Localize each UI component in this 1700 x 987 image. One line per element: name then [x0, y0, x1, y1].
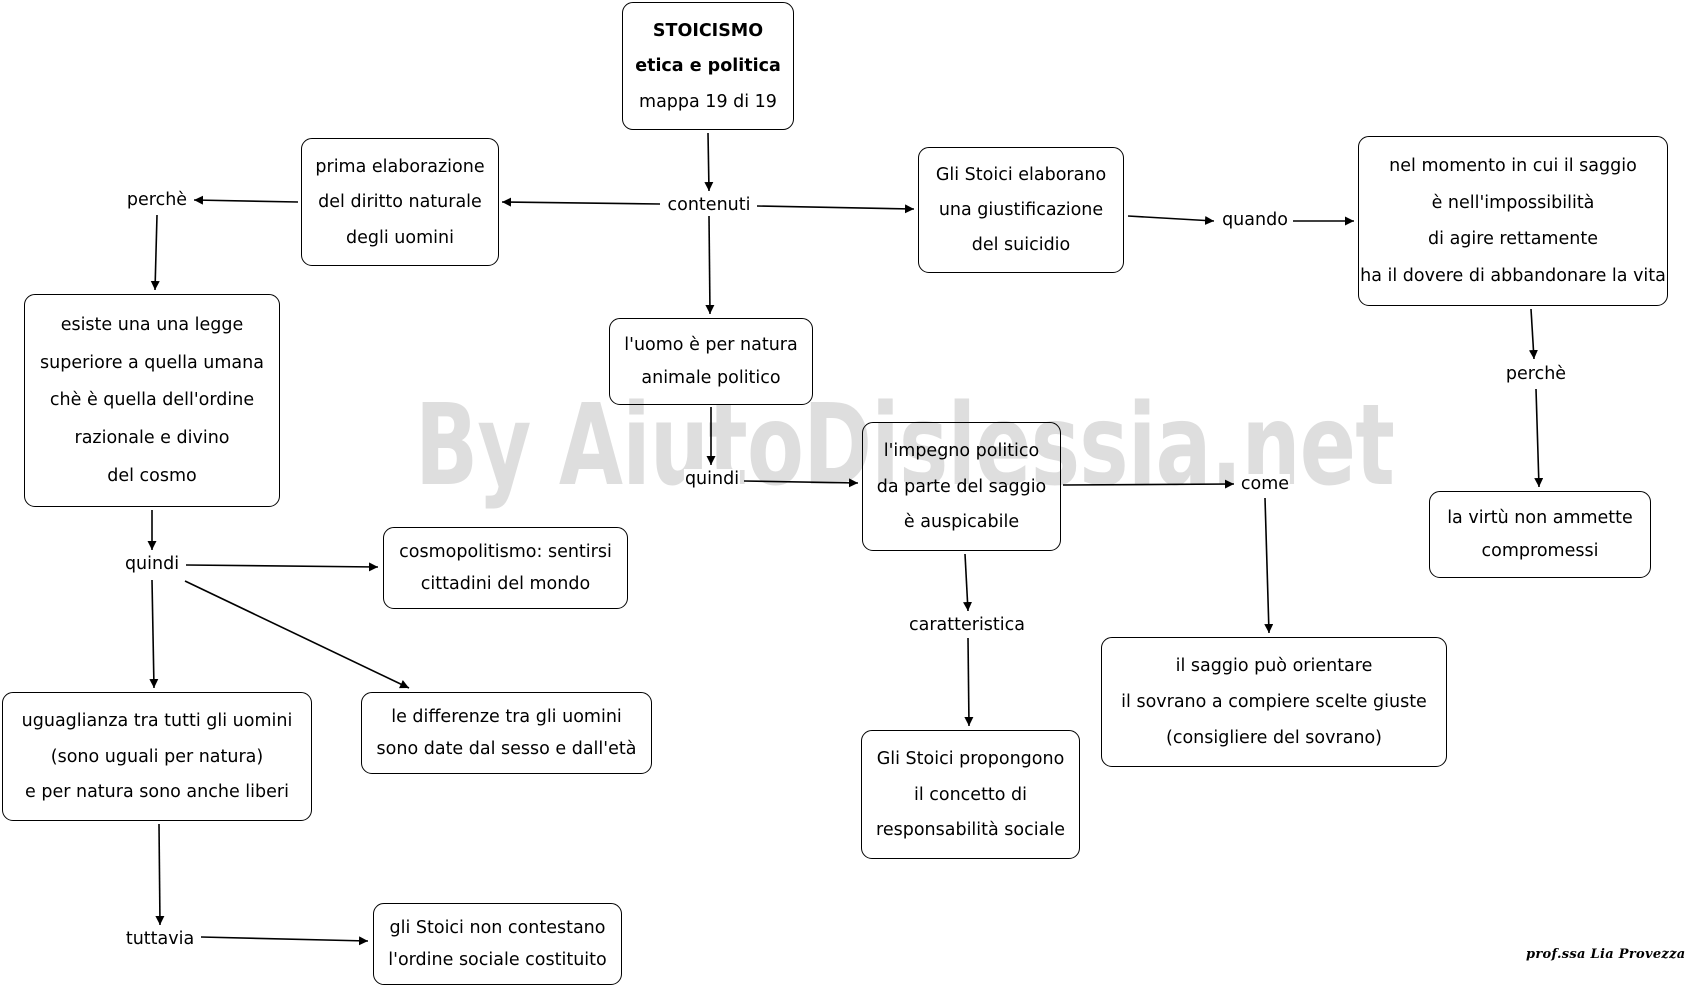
- arrow-contenuti-to-diritto: [501, 197, 661, 207]
- node-text: e per natura sono anche liberi: [25, 782, 289, 803]
- arrow-saggio-to-perche: [1528, 308, 1538, 360]
- node-text: superiore a quella umana: [40, 352, 264, 373]
- node-text: gli Stoici non contestano: [389, 918, 606, 938]
- arrow-tuttavia-to-ordine: [200, 936, 369, 946]
- arrow-quindi-to-impegno: [743, 478, 859, 488]
- author-signature: prof.ssa Lia Provezza: [1526, 947, 1686, 962]
- node-text: razionale e divino: [74, 428, 230, 449]
- arrow-perche-to-legge: [150, 214, 160, 291]
- node-text: Gli Stoici propongono: [876, 748, 1065, 769]
- node-text: le differenze tra gli uomini: [391, 707, 622, 727]
- node-text: prima elaborazione: [315, 156, 485, 177]
- node-text: è nell'impossibilità: [1431, 192, 1595, 213]
- node-giustificazione-suicidio: Gli Stoici elaborano una giustificazione…: [918, 147, 1124, 273]
- node-text: Gli Stoici elaborano: [935, 165, 1107, 185]
- arrow-contenuti-to-animale: [705, 215, 715, 315]
- label-perche-left: perchè: [125, 190, 189, 210]
- label-contenuti: contenuti: [666, 195, 752, 215]
- title-map-number: mappa 19 di 19: [639, 91, 777, 112]
- node-text: il sovrano a compiere scelte giuste: [1121, 692, 1427, 712]
- node-text: (sono uguali per natura): [50, 746, 264, 767]
- node-text: chè è quella dell'ordine: [49, 390, 255, 411]
- node-text: uguaglianza tra tutti gli uomini: [21, 710, 293, 731]
- title-heading: STOICISMO: [652, 20, 764, 41]
- node-text: del diritto naturale: [318, 192, 482, 212]
- node-saggio-orientare: il saggio può orientare il sovrano a com…: [1101, 637, 1447, 767]
- arrow-caratteristica-to-responsabilita: [964, 637, 974, 727]
- node-animale-politico: l'uomo è per natura animale politico: [609, 318, 813, 405]
- node-uguaglianza: uguaglianza tra tutti gli uomini (sono u…: [2, 692, 312, 821]
- label-perche-right: perchè: [1504, 364, 1568, 384]
- arrow-uguaglianza-to-tuttavia: [155, 823, 165, 926]
- title-subheading: etica e politica: [635, 56, 781, 76]
- node-text: (consigliere del sovrano): [1166, 728, 1382, 748]
- node-text: responsabilità sociale: [876, 820, 1065, 841]
- label-come: come: [1239, 474, 1291, 494]
- arrow-quindi-to-differenze: [184, 580, 410, 689]
- node-text: l'uomo è per natura: [624, 334, 798, 355]
- arrow-contenuti-to-giustificazione: [756, 204, 915, 214]
- arrow-quindi-to-uguaglianza: [149, 579, 159, 689]
- node-text: è auspicabile: [903, 512, 1020, 533]
- arrow-impegno-to-come: [1062, 479, 1235, 489]
- label-quindi-left: quindi: [123, 554, 181, 574]
- node-text: compromessi: [1481, 541, 1599, 562]
- arrow-diritto-to-perche: [193, 195, 299, 205]
- node-text: da parte del saggio: [876, 476, 1047, 497]
- node-text: il saggio può orientare: [1175, 656, 1373, 676]
- arrow-come-to-orientare: [1264, 497, 1274, 634]
- node-text: l'ordine sociale costituito: [388, 950, 607, 970]
- node-text: del suicidio: [971, 235, 1071, 255]
- node-text: ha il dovere di abbandonare la vita: [1360, 266, 1666, 287]
- label-tuttavia: tuttavia: [124, 929, 196, 949]
- node-differenze-uomini: le differenze tra gli uomini sono date d…: [361, 692, 652, 774]
- node-text: esiste una una legge: [60, 314, 244, 335]
- arrow-title-to-contenuti: [704, 132, 714, 192]
- arrow-perche-to-virtu: [1534, 388, 1544, 488]
- label-quando: quando: [1221, 210, 1289, 230]
- node-text: animale politico: [641, 368, 781, 389]
- node-ordine-sociale: gli Stoici non contestano l'ordine socia…: [373, 903, 622, 985]
- node-text: il concetto di: [913, 784, 1028, 805]
- node-text: l'impegno politico: [883, 440, 1040, 461]
- label-quindi-middle: quindi: [683, 469, 741, 489]
- node-text: sono date dal sesso e dall'età: [376, 739, 637, 759]
- node-text: cosmopolitismo: sentirsi: [399, 542, 612, 562]
- node-text: cittadini del mondo: [420, 574, 591, 594]
- node-cosmopolitismo: cosmopolitismo: sentirsi cittadini del m…: [383, 527, 628, 609]
- title-box: STOICISMO etica e politica mappa 19 di 1…: [622, 2, 794, 130]
- arrow-giustificazione-to-quando: [1127, 215, 1215, 225]
- node-text: del cosmo: [107, 466, 197, 487]
- node-diritto-naturale: prima elaborazione del diritto naturale …: [301, 138, 499, 266]
- arrow-quindi-to-cosmopolitismo: [185, 562, 379, 572]
- node-text: la virtù non ammette: [1447, 507, 1633, 528]
- arrow-impegno-to-caratteristica: [963, 553, 973, 612]
- node-legge-superiore: esiste una una legge superiore a quella …: [24, 294, 280, 507]
- node-text: di agire rettamente: [1428, 229, 1598, 250]
- node-text: nel momento in cui il saggio: [1389, 155, 1637, 176]
- node-virtu-compromessi: la virtù non ammette compromessi: [1429, 491, 1651, 578]
- node-text: una giustificazione: [938, 200, 1104, 220]
- node-impegno-politico: l'impegno politico da parte del saggio è…: [862, 422, 1061, 551]
- label-caratteristica: caratteristica: [908, 615, 1026, 635]
- node-responsabilita-sociale: Gli Stoici propongono il concetto di res…: [861, 730, 1080, 859]
- node-text: degli uomini: [346, 227, 454, 248]
- node-saggio-abbandonare-vita: nel momento in cui il saggio è nell'impo…: [1358, 136, 1668, 306]
